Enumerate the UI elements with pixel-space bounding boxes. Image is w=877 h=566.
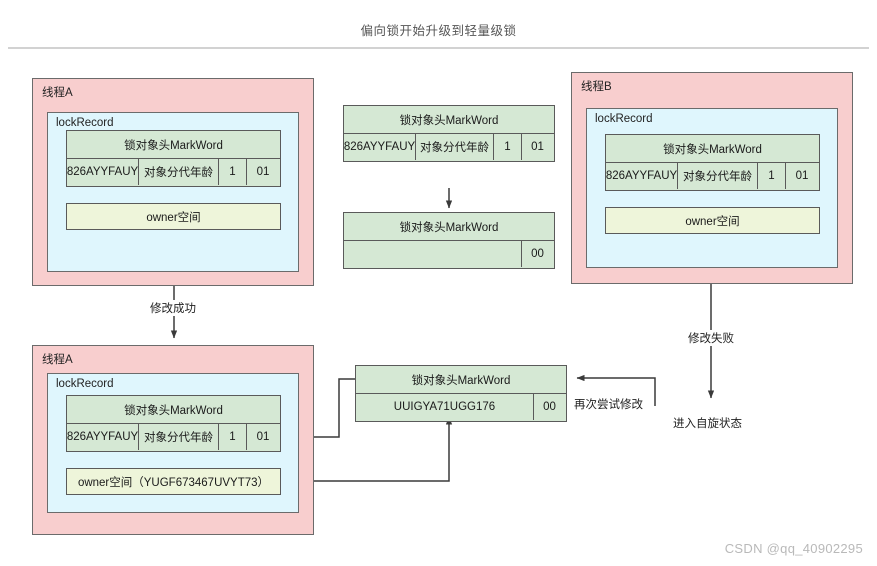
thread-b-lockrecord-label: lockRecord: [595, 113, 653, 125]
markword-row: 00: [344, 241, 554, 267]
object-header-locked-table: 锁对象头MarkWord UUIGYA71UGG176 00: [355, 365, 567, 422]
markword-cell-biasflag: 1: [219, 159, 247, 185]
thread-a-top-markword-table: 锁对象头MarkWord 826AYYFAUY 对象分代年龄 1 01: [66, 130, 281, 187]
markword-row: 826AYYFAUY 对象分代年龄 1 01: [606, 163, 819, 189]
thread-a-bottom-lockrecord-label: lockRecord: [56, 378, 114, 390]
thread-a-bottom-markword-table: 锁对象头MarkWord 826AYYFAUY 对象分代年龄 1 01: [66, 395, 281, 452]
thread-a-top-lockrecord-label: lockRecord: [56, 117, 114, 129]
markword-cell-age: 对象分代年龄: [139, 159, 219, 185]
thread-a-top-label: 线程A: [42, 87, 73, 99]
thread-a-bottom-owner-box: owner空间（YUGF673467UVYT73）: [66, 468, 281, 495]
markword-cell-hash: 826AYYFAUY: [67, 424, 139, 450]
markword-row: 826AYYFAUY 对象分代年龄 1 01: [67, 424, 280, 450]
markword-cell-lockbits: 00: [531, 248, 544, 260]
markword-cell-biasflag: 1: [494, 134, 522, 160]
markword-cell-biasflag: 1: [219, 424, 247, 450]
thread-b-label: 线程B: [581, 81, 612, 93]
markword-cell-lockbits: 00: [543, 401, 556, 413]
markword-cell-lockbits: 01: [256, 166, 270, 178]
thread-b-owner-box: owner空间: [605, 207, 820, 234]
object-header-after-table: 锁对象头MarkWord 00: [343, 212, 555, 269]
markword-cell-hash: 826AYYFAUY: [344, 134, 416, 160]
markword-cell-age: 对象分代年龄: [678, 163, 758, 189]
markword-cell-pointer: UUIGYA71UGG176: [356, 394, 534, 420]
markword-cell-age: 对象分代年龄: [416, 134, 494, 160]
markword-row: 826AYYFAUY 对象分代年龄 1 01: [344, 134, 554, 160]
markword-header: 锁对象头MarkWord: [67, 396, 280, 424]
markword-cell-pointer: [344, 241, 522, 267]
markword-header: 锁对象头MarkWord: [344, 213, 554, 241]
markword-cell-lockbits: 01: [531, 141, 544, 153]
markword-header: 锁对象头MarkWord: [356, 366, 566, 394]
object-header-before-table: 锁对象头MarkWord 826AYYFAUY 对象分代年龄 1 01: [343, 105, 555, 162]
markword-cell-biasflag: 1: [758, 163, 786, 189]
markword-cell-age: 对象分代年龄: [139, 424, 219, 450]
markword-cell-lockbits: 01: [795, 170, 809, 182]
thread-b-markword-table: 锁对象头MarkWord 826AYYFAUY 对象分代年龄 1 01: [605, 134, 820, 191]
markword-header: 锁对象头MarkWord: [67, 131, 280, 159]
markword-row: UUIGYA71UGG176 00: [356, 394, 566, 420]
markword-header: 锁对象头MarkWord: [606, 135, 819, 163]
markword-cell-hash: 826AYYFAUY: [606, 163, 678, 189]
thread-a-bottom-label: 线程A: [42, 354, 73, 366]
page-title: 偏向锁开始升级到轻量级锁: [360, 24, 517, 38]
markword-header: 锁对象头MarkWord: [344, 106, 554, 134]
edge-label-modify-success: 修改成功: [148, 300, 198, 316]
watermark: CSDN @qq_40902295: [724, 541, 863, 556]
markword-cell-lockbits: 01: [256, 431, 270, 443]
label-enter-spin: 进入自旋状态: [673, 418, 742, 430]
thread-a-top-owner-box: owner空间: [66, 203, 281, 230]
markword-cell-hash: 826AYYFAUY: [67, 159, 139, 185]
edge-label-retry-modify: 再次尝试修改: [572, 396, 645, 412]
markword-row: 826AYYFAUY 对象分代年龄 1 01: [67, 159, 280, 185]
header-divider: [8, 47, 869, 49]
edge-label-modify-failed: 修改失败: [686, 330, 736, 346]
